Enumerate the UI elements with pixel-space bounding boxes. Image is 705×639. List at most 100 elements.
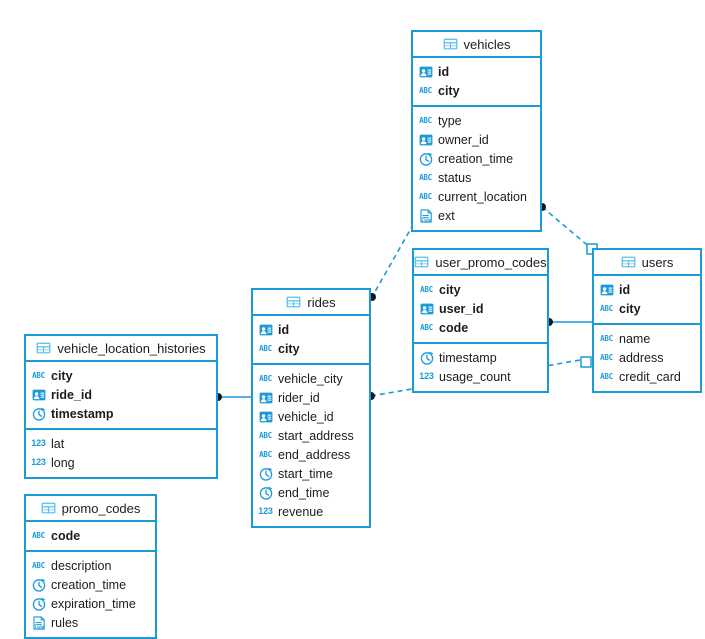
relationship-vehicles-users[interactable]	[538, 203, 598, 255]
table-title: vehicle_location_histories	[57, 340, 206, 356]
column-name: city	[438, 83, 460, 98]
column-row[interactable]: id	[253, 320, 369, 339]
table-header-vehicle_location_histories[interactable]: vehicle_location_histories	[26, 336, 216, 362]
column-name: creation_time	[438, 151, 514, 166]
column-row[interactable]: creation_time	[413, 149, 540, 168]
column-name: expiration_time	[51, 596, 136, 611]
column-row[interactable]: ride_id	[26, 385, 216, 404]
string-icon: ABC	[259, 430, 272, 440]
string-icon: ABC	[419, 115, 432, 125]
string-icon: ABC	[419, 85, 432, 95]
number-icon: 123	[258, 506, 273, 516]
table-title: users	[641, 254, 674, 270]
column-name: current_location	[438, 189, 527, 204]
table-title: vehicles	[463, 36, 511, 52]
column-row[interactable]: rider_id	[253, 388, 369, 407]
string-icon: ABC	[419, 191, 432, 201]
column-name: timestamp	[51, 406, 114, 421]
column-row[interactable]: vehicle_id	[253, 407, 369, 426]
column-row[interactable]: id	[413, 62, 540, 81]
timestamp-icon	[31, 407, 46, 421]
column-row[interactable]: end_time	[253, 483, 369, 502]
relationship-vehicle_location_histories-rides[interactable]	[214, 393, 251, 401]
column-name: status	[438, 170, 472, 185]
column-row[interactable]: id	[594, 280, 700, 299]
column-name: id	[438, 64, 450, 79]
column-name: code	[439, 320, 469, 335]
column-row[interactable]: ABC current_location	[413, 187, 540, 206]
column-row[interactable]: creation_time	[26, 575, 155, 594]
relationship-line	[541, 206, 593, 250]
column-row[interactable]: start_time	[253, 464, 369, 483]
timestamp-icon	[31, 597, 46, 611]
string-icon: ABC	[419, 172, 432, 182]
column-row[interactable]: timestamp	[26, 404, 216, 423]
string-icon: ABC	[600, 303, 613, 313]
json-icon: JSON	[418, 208, 433, 223]
column-row[interactable]: timestamp	[414, 348, 547, 367]
column-row[interactable]: ABC city	[413, 81, 540, 100]
column-row[interactable]: expiration_time	[26, 594, 155, 613]
column-row[interactable]: ABC status	[413, 168, 540, 187]
uuid-icon	[419, 302, 434, 316]
table-header-users[interactable]: users	[594, 250, 700, 276]
table-icon	[36, 341, 51, 355]
uuid-icon	[599, 283, 614, 297]
table-icon	[443, 37, 458, 51]
table-header-rides[interactable]: rides	[253, 290, 369, 316]
table-icon	[286, 295, 301, 309]
column-row[interactable]: owner_id	[413, 130, 540, 149]
svg-text:JSON: JSON	[33, 624, 44, 629]
table-header-promo_codes[interactable]: promo_codes	[26, 496, 155, 522]
uuid-icon	[258, 410, 273, 424]
column-row[interactable]: ABC code	[414, 318, 547, 337]
table-header-vehicles[interactable]: vehicles	[413, 32, 540, 58]
table-header-user_promo_codes[interactable]: user_promo_codes	[414, 250, 547, 276]
column-name: creation_time	[51, 577, 127, 592]
timestamp-icon	[31, 578, 46, 592]
uuid-icon	[418, 65, 433, 79]
column-name: user_id	[439, 301, 484, 316]
table-title: rides	[307, 294, 336, 310]
string-icon: ABC	[600, 333, 613, 343]
column-row[interactable]: user_id	[414, 299, 547, 318]
string-icon: ABC	[420, 322, 433, 332]
relationship-user_promo_codes-users[interactable]	[545, 318, 592, 326]
uuid-icon	[258, 391, 273, 405]
uuid-icon	[31, 388, 46, 402]
column-name: usage_count	[439, 369, 511, 384]
string-icon: ABC	[420, 284, 433, 294]
